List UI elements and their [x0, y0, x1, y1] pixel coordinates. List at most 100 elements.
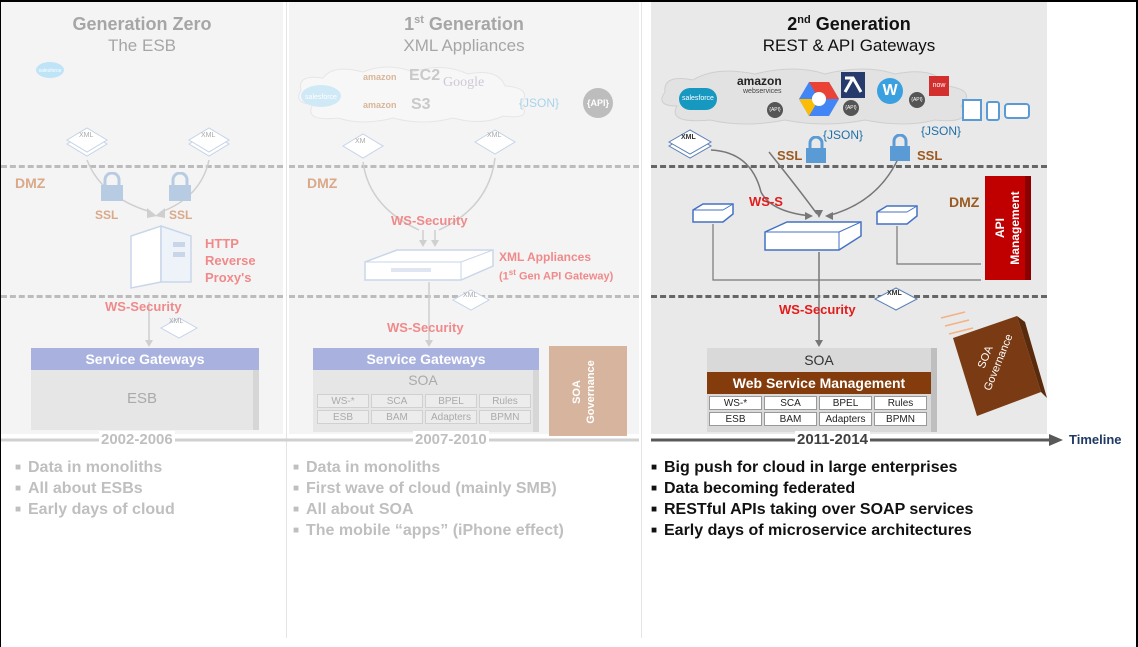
- bullet-item: ■The mobile “apps” (iPhone effect): [293, 522, 564, 539]
- soa-label-gen1: SOA: [408, 372, 438, 388]
- api-chip-3: {API}: [909, 92, 925, 108]
- soa-governance-box-gen1: [549, 346, 627, 436]
- dmz-line-gen2: [651, 165, 1047, 168]
- gen0-title: Generation Zero: [72, 14, 212, 34]
- bullet-item: ■All about SOA: [293, 501, 414, 518]
- google-cloud-icon: [799, 82, 839, 116]
- soa-label-gen2: SOA: [804, 352, 834, 368]
- svg-text:salesforce: salesforce: [305, 94, 337, 101]
- ws-security-label-gen0: WS-Security: [105, 299, 182, 314]
- json-label-gen2-right: {JSON}: [921, 124, 962, 138]
- bullet-item: ■RESTful APIs taking over SOAP services: [651, 501, 974, 518]
- xml-doc-icon-gen2: [667, 129, 713, 159]
- bullet-item: ■First wave of cloud (mainly SMB): [293, 480, 557, 497]
- connectors-gen2: [710, 149, 981, 347]
- mobile-devices-icon: [962, 99, 1030, 121]
- bullet-item: ■Data becoming federated: [651, 480, 856, 497]
- xml-label-gen2: XML: [681, 134, 696, 141]
- ssl-label-gen0-left: SSL: [95, 208, 119, 222]
- soa-grid-cell: ESB: [709, 412, 762, 426]
- gen2-subtitle: REST & API Gateways: [762, 36, 936, 55]
- s3-label: S3: [411, 96, 431, 113]
- now-logo: now: [929, 76, 949, 96]
- soa-grid-cell: ESB: [317, 410, 369, 424]
- google-maps-logo: Google: [443, 75, 485, 90]
- ssl-label-gen2-right: SSL: [917, 148, 943, 163]
- xml-doc-icon-gen0-left: [66, 127, 108, 157]
- soa-grid-cell: WS-*: [317, 394, 369, 408]
- timeline-year-gen2: 2011-2014: [795, 431, 870, 448]
- connectors-gen0: [86, 159, 210, 347]
- amazon-s3-logo: amazon: [363, 100, 397, 110]
- lock-icon-gen0-right: [169, 172, 191, 201]
- gen1-cloud-icon: salesforce: [298, 66, 525, 123]
- xml-label-gen0-lower: XML: [169, 318, 184, 325]
- soa-grid-cell: BAM: [764, 412, 817, 426]
- lock-icon-gen2-left: [806, 136, 826, 163]
- salesforce-logo-icon: salesforce: [36, 62, 64, 78]
- xml-doc-icon-gen2-lower: [873, 287, 919, 311]
- soa-governance-label-gen1: SOA Governance: [571, 360, 597, 424]
- webservices-label: webservices: [743, 88, 782, 95]
- json-label-gen1: {JSON}: [519, 96, 560, 110]
- ws-s-label: WS-S: [749, 194, 783, 209]
- gen1-subtitle: XML Appliances: [403, 36, 525, 55]
- amazon-ec2-logo: amazon: [363, 72, 397, 82]
- timeline-label: Timeline: [1069, 432, 1122, 447]
- xml-label-gen1-right: XML: [487, 132, 502, 139]
- lock-icon-gen0-left: [101, 172, 123, 201]
- bullet-item: ■Data in monoliths: [293, 459, 441, 476]
- bullets-gen0: ■Data in monoliths ■All about ESBs ■Earl…: [15, 457, 175, 520]
- service-gateways-bar-gen0: Service Gateways: [31, 348, 259, 370]
- api-chip-1: {API}: [767, 102, 783, 118]
- dmz-label-gen1: DMZ: [307, 175, 338, 191]
- soa-grid-cell: BPEL: [819, 396, 872, 410]
- timeline-year-gen1: 2007-2010: [413, 431, 489, 448]
- api-management-box[interactable]: [985, 176, 1031, 280]
- ec2-label: EC2: [409, 67, 441, 84]
- bullet-item: ■All about ESBs: [15, 480, 143, 497]
- bullet-item: ■Big push for cloud in large enterprises: [651, 459, 958, 476]
- separator-1: [286, 2, 287, 638]
- service-gateways-bar-gen1: Service Gateways: [313, 348, 539, 370]
- xml-doc-icon-gen1-left: [342, 133, 384, 159]
- gen0-subtitle: The ESB: [107, 36, 177, 55]
- gateway-small-icon-left: [692, 203, 734, 223]
- api-chip-2: {API}: [843, 100, 859, 116]
- xml-doc-icon-gen1-lower: [451, 289, 491, 311]
- gen2-title: 2nd Generation: [787, 14, 911, 34]
- gen1-title: 1st Generation: [404, 14, 524, 34]
- esb-box-gen0: ESB: [31, 370, 259, 430]
- xml-doc-icon-gen1-right: [474, 129, 516, 155]
- dmz-line-gen0: [1, 165, 283, 168]
- timeline-year-gen0: 2002-2006: [99, 431, 175, 448]
- separator-2: [641, 2, 642, 638]
- ws-security-label-gen2: WS-Security: [779, 302, 856, 317]
- amazon-webservices-logo: amazon: [737, 74, 782, 88]
- soa-grid-cell: SCA: [371, 394, 423, 408]
- ssl-label-gen2-left: SSL: [777, 148, 803, 163]
- lock-icon-gen2-right: [890, 134, 910, 161]
- soa-grid-cell: Rules: [874, 396, 927, 410]
- svg-text:salesforce: salesforce: [39, 68, 62, 74]
- soa-governance-box-gen2: [940, 311, 1047, 416]
- inner-line-gen2: [651, 295, 1047, 298]
- soa-grid-cell: Adapters: [425, 410, 477, 424]
- ws-security-label-gen1-bottom: WS-Security: [387, 320, 464, 335]
- api-gateway-icon: [764, 221, 862, 251]
- wso2-icon: W: [877, 78, 903, 104]
- dmz-label-gen2: DMZ: [949, 194, 980, 210]
- soa-grid-cell: SCA: [764, 396, 817, 410]
- dmz-label-gen0: DMZ: [15, 175, 46, 191]
- xml-appliances-label: XML Appliances (1st Gen API Gateway): [499, 250, 614, 283]
- http-proxy-label: HTTP Reverse Proxy's: [205, 236, 256, 285]
- json-label-gen2-left: {JSON}: [823, 128, 864, 142]
- soa-grid-cell: BPMN: [479, 410, 531, 424]
- soa-grid-cell: WS-*: [709, 396, 762, 410]
- api-badge-gen1: {API}: [583, 88, 613, 118]
- bullets-gen2: ■Big push for cloud in large enterprises…: [651, 457, 973, 541]
- xm-label-gen1: XM: [355, 138, 366, 145]
- bullet-item: ■Data in monoliths: [15, 459, 163, 476]
- ssl-label-gen0-right: SSL: [169, 208, 193, 222]
